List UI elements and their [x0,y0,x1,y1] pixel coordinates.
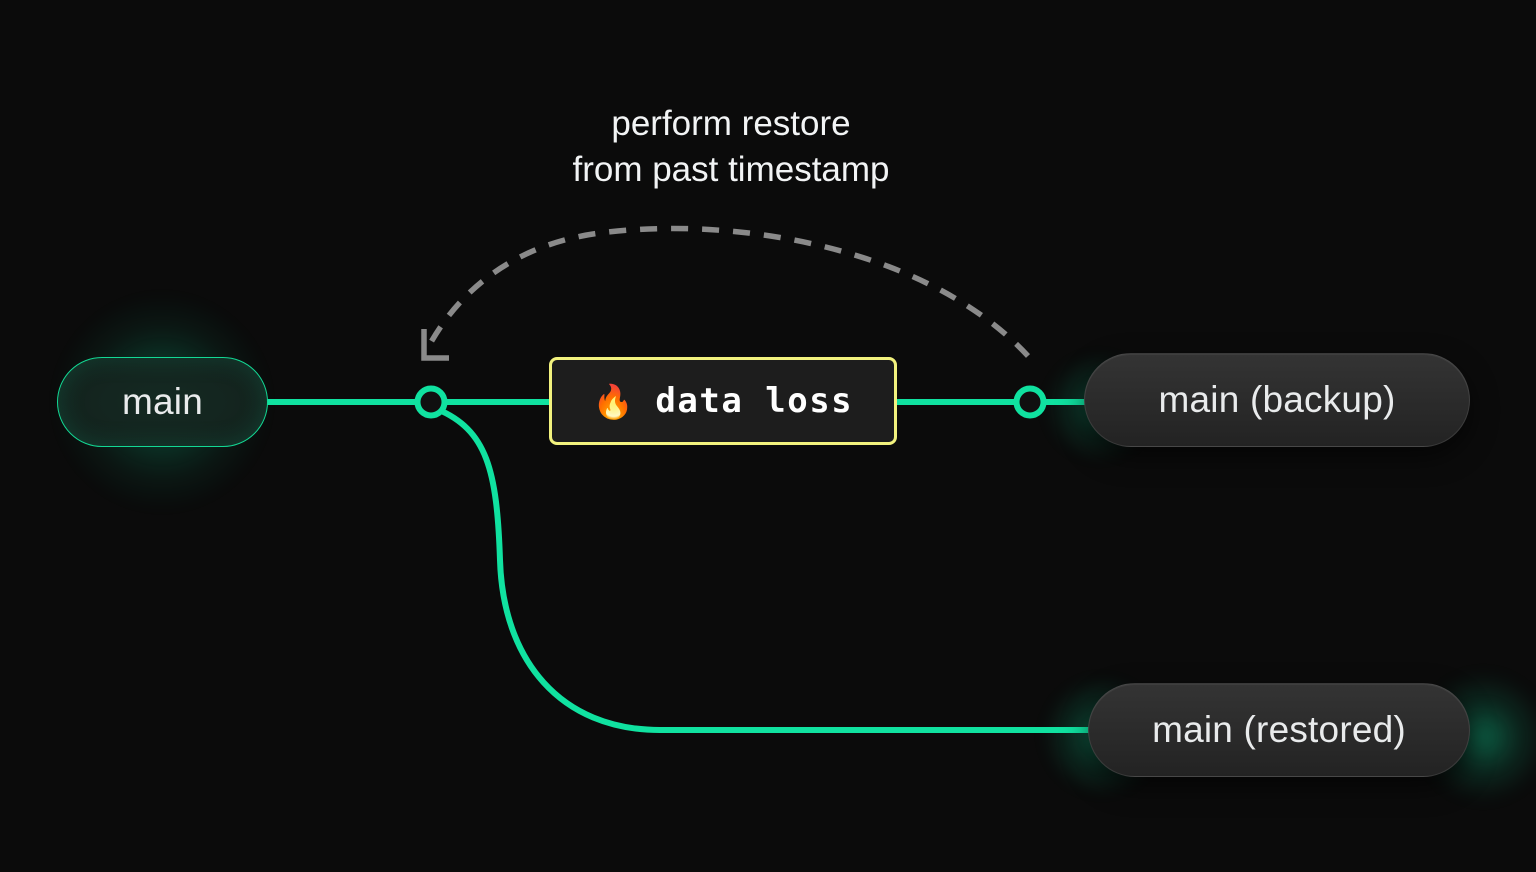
restore-arrow-head-icon [421,329,449,361]
node-main-label: main [122,381,203,422]
node-main-restored[interactable]: main (restored) [1088,683,1470,777]
node-main[interactable]: main [57,357,268,447]
node-main-backup[interactable]: main (backup) [1084,353,1470,447]
commit-dot-backup-point[interactable] [1013,385,1047,419]
commit-dot-branch-point[interactable] [414,385,448,419]
fire-icon: 🔥 [592,381,636,421]
node-main-restored-label: main (restored) [1152,709,1406,750]
edge-branch-point-to-restored-node [434,406,1095,733]
restore-annotation-label: perform restore from past timestamp [572,104,890,189]
node-main-backup-label: main (backup) [1158,379,1396,420]
node-data-loss-label: data loss [655,381,854,421]
restore-arrow-path [427,225,1031,358]
node-data-loss[interactable]: 🔥 data loss [549,357,897,445]
